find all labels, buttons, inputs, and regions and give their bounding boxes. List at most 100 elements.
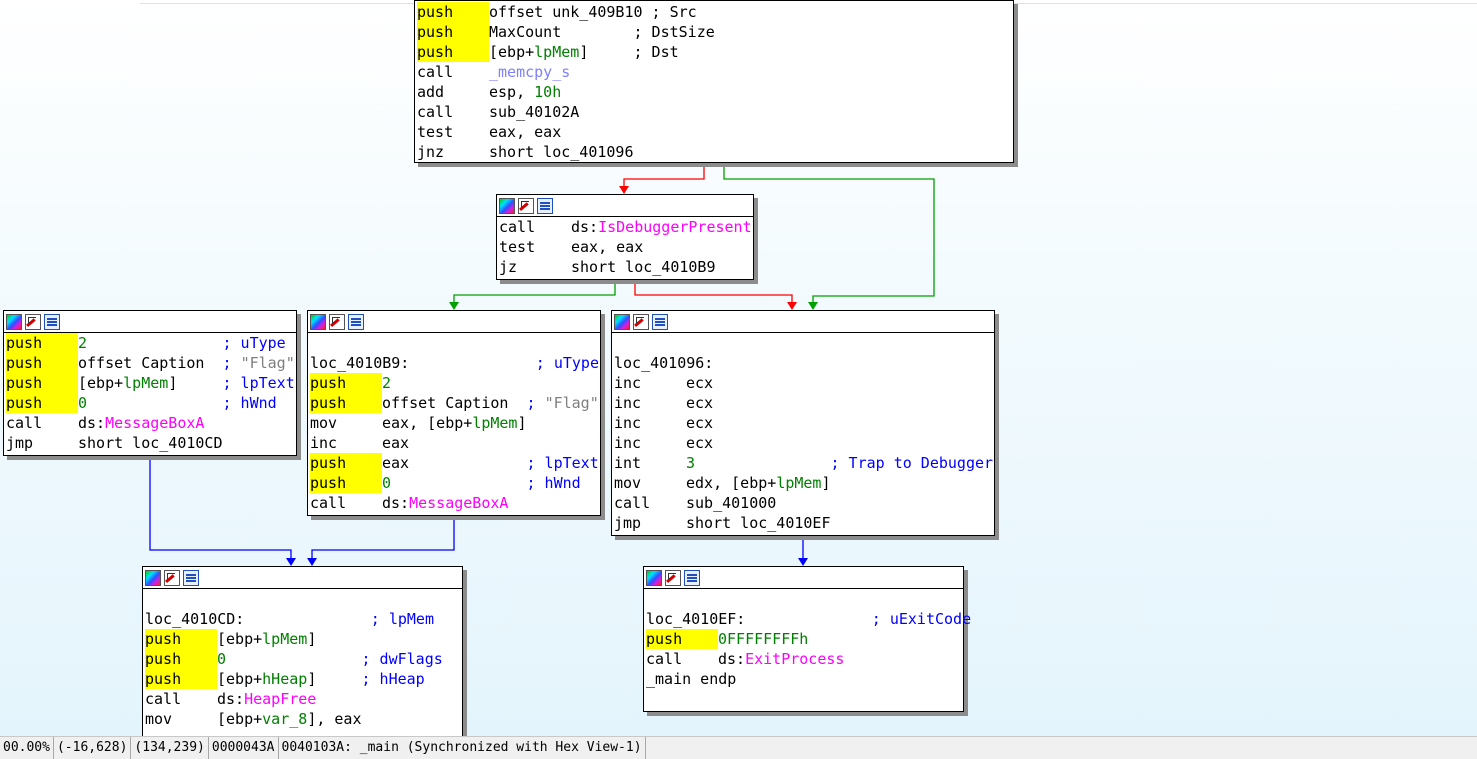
asm-mnemonic: inc [614,414,642,432]
asm-line[interactable]: push[ebp+lpMem] ; lpText [6,373,296,393]
rename-pencil-icon[interactable] [518,197,534,214]
graph-overview-icon[interactable] [44,313,60,330]
asm-operand: 0 [382,474,392,492]
asm-operand: ] ; Dst [579,43,679,61]
asm-line[interactable]: loc_401096: [614,353,994,373]
asm-operand [391,474,526,492]
asm-line[interactable]: loc_4010EF: ; uExitCode [646,609,971,629]
graph-overview-icon[interactable] [684,569,700,586]
asm-operand[interactable]: ExitProcess [745,650,845,668]
asm-line[interactable]: loc_4010B9: ; uType [310,353,600,373]
asm-operand[interactable]: HeapFree [244,690,317,708]
asm-line[interactable]: push[ebp+hHeap] ; hHeap [145,669,462,689]
asm-line[interactable] [646,589,963,609]
asm-operand: ; lpMem [370,610,434,628]
asm-operand [87,334,222,352]
rename-pencil-icon[interactable] [329,313,345,330]
asm-operand[interactable]: MessageBoxA [409,494,509,512]
asm-operand: ecx [686,374,714,392]
rename-pencil-icon[interactable] [633,313,649,330]
graph-overview-icon[interactable] [652,313,668,330]
asm-operand: ; hHeap [361,670,425,688]
color-palette-icon[interactable] [614,313,630,330]
block-header [644,567,963,589]
asm-operand[interactable]: MessageBoxA [105,414,205,432]
color-palette-icon[interactable] [310,313,326,330]
block-header [612,311,994,333]
asm-mnemonic: mov [310,414,338,432]
asm-line[interactable]: _main endp [646,669,963,689]
rename-pencil-icon[interactable] [164,569,180,586]
asm-operand[interactable]: _memcpy_s [489,63,571,81]
rename-pencil-icon[interactable] [665,569,681,586]
asm-line[interactable]: loc_4010CD: ; lpMem [145,609,462,629]
asm-operand: [ebp+ [78,374,124,392]
asm-line[interactable]: push[ebp+lpMem] ; Dst [417,42,1013,62]
asm-line[interactable]: mov[ebp+var_8], eax [145,709,462,729]
graph-overview-icon[interactable] [183,569,199,586]
color-palette-icon[interactable] [646,569,662,586]
color-palette-icon[interactable] [145,569,161,586]
graph-overview-icon[interactable] [348,313,364,330]
graph-overview-icon[interactable] [537,197,553,214]
asm-line[interactable] [614,333,994,353]
color-palette-icon[interactable] [6,313,22,330]
asm-operand: ] [168,374,223,392]
asm-mnemonic: mov [145,710,173,728]
asm-operand [87,394,222,412]
asm-operand: eax [382,434,410,452]
asm-operand[interactable]: IsDebuggerPresent [598,218,752,236]
asm-line[interactable]: push[ebp+lpMem] [145,629,462,649]
asm-operand: loc_4010EF: [646,610,872,628]
asm-operand: ; lpText [526,454,599,472]
asm-line[interactable] [310,333,600,353]
color-palette-icon[interactable] [499,197,515,214]
asm-line[interactable]: call_memcpy_s [417,62,1013,82]
edge-jz-false [634,280,793,304]
rename-pencil-icon[interactable] [25,313,41,330]
asm-operand: edx, [ebp+ [686,474,777,492]
asm-line[interactable] [145,589,462,609]
